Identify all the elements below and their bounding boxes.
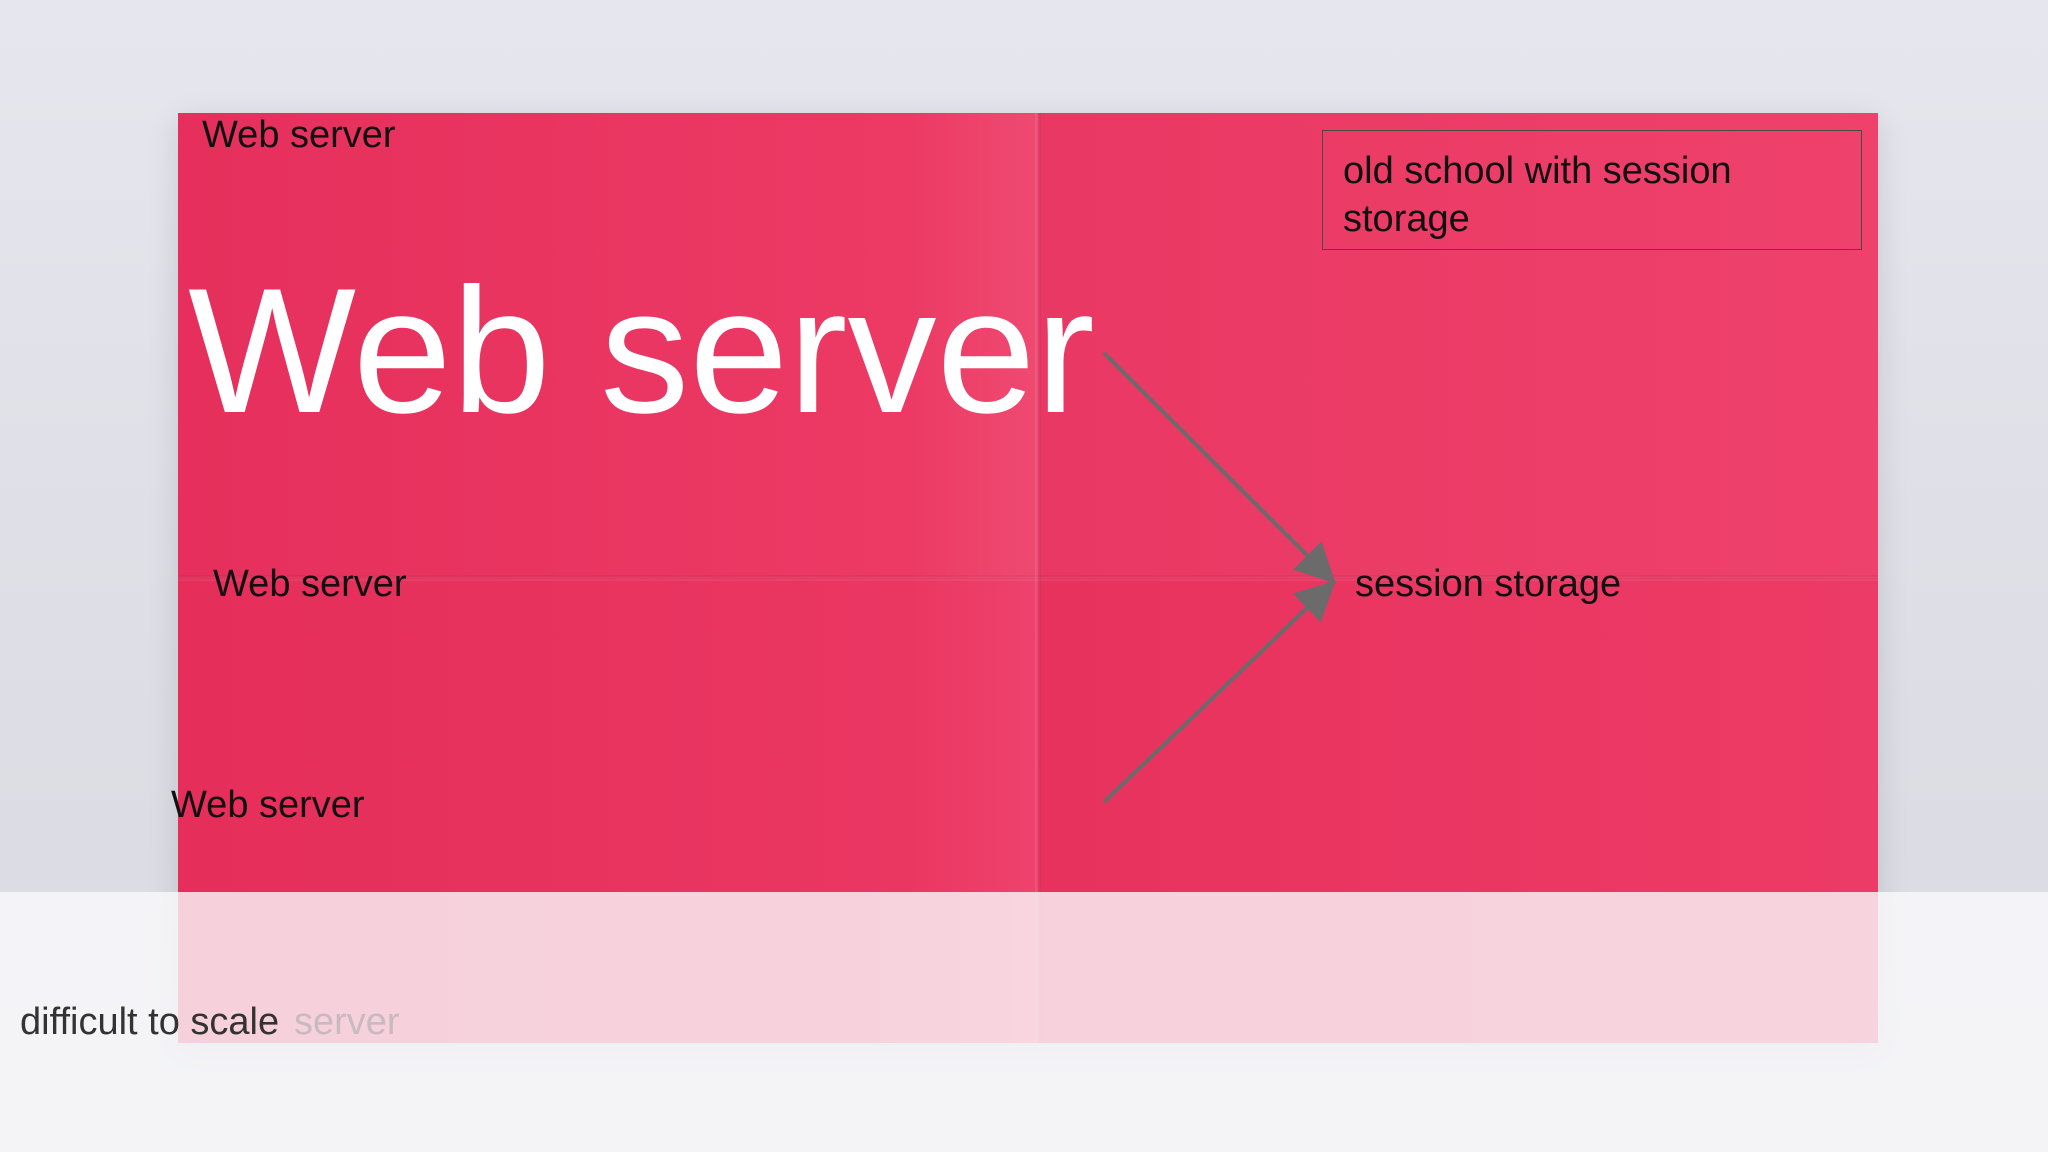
vertical-fold [1035,113,1041,1043]
caption-text: difficult to scale [20,1001,280,1043]
note-box: old school with session storage [1322,130,1862,250]
session-storage-label: session storage [1355,563,1622,605]
note-text: old school with session storage [1343,150,1732,240]
web-server-label-faded: server [294,1001,400,1043]
slide-title: Web server [188,251,1095,450]
web-server-label-middle: Web server [213,563,407,605]
web-server-label-top: Web server [202,114,396,156]
caption-overlay-band [0,892,2048,1152]
horizontal-fold [178,575,1878,581]
web-server-label-lower: Web server [171,784,365,826]
